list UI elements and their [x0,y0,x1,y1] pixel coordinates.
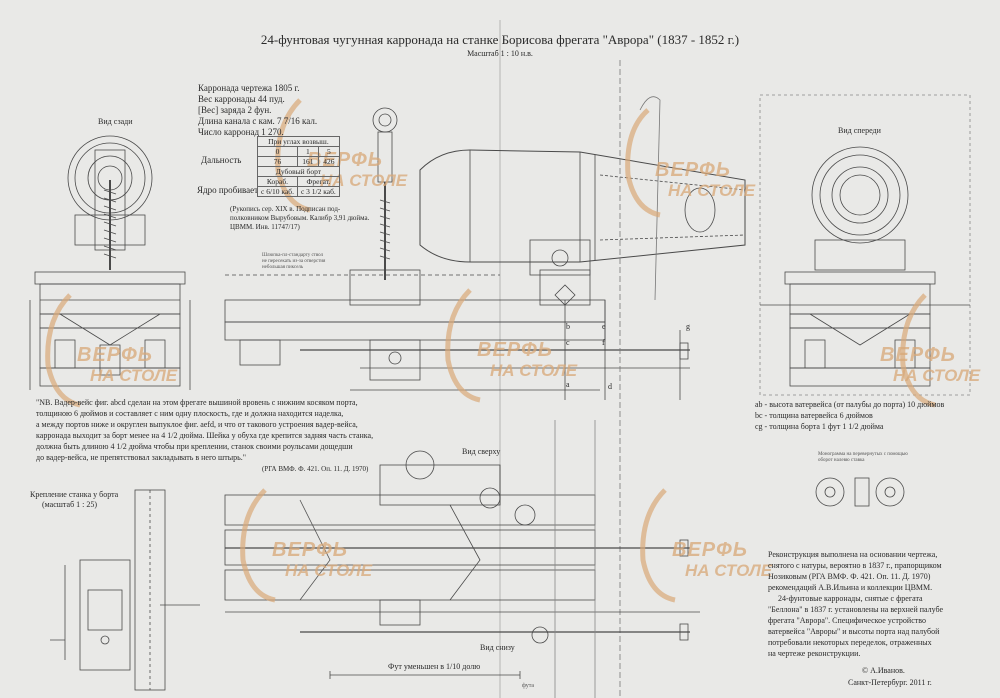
nb-text-line: должна быть длиною 4 1/2 дюйма чтобы при… [36,442,353,451]
range-cell: 161 [296,156,319,167]
watermark-line1: ВЕРФЬ [77,344,153,366]
watermark-line1: ВЕРФЬ [672,539,748,561]
dim-letter-f: f [602,338,605,347]
nb-source: (РГА ВМФ. Ф. 421. Оп. 11. Д. 1970) [262,465,369,473]
nb-text-line: толщиною 6 дюймов и составляет с ним одн… [36,409,344,418]
watermark-line1: ВЕРФЬ [477,339,553,361]
nb-text-line: "NB. Вадер-вейс фиг. abcd сделан на этом… [36,398,358,407]
spec-line: Длина канала с кам. 7 7/16 кал. [198,116,318,126]
range-cell: 76 [257,156,298,167]
pierce-ship-cell: с 6/10 каб. [257,186,298,197]
sheet-scale: Масштаб 1 : 10 н.в. [467,49,533,58]
watermark-line2: НА СТОЛЕ [490,361,578,380]
watermark-line1: ВЕРФЬ [272,539,348,561]
ship-cell: Кораб. [257,176,298,187]
dim-letter-d: d [608,382,612,391]
reconstruction-line: потребовали некоторых переделок, отражен… [768,638,932,647]
label-top-view: Вид сверху [462,447,501,456]
watermark-line2: НА СТОЛЕ [90,366,178,385]
mount-view-drawing [50,489,200,691]
watermark-line2: НА СТОЛЕ [320,171,408,190]
tiny-note: небольшая пиксель [262,265,304,270]
dim-letter-e: e [602,322,606,331]
watermark-line2: НА СТОЛЕ [685,561,773,580]
table-head: При углах возвыш. [257,136,340,147]
range-label: Дальность [201,155,242,165]
dim-letter-a: a [566,380,570,389]
source-note: ЦВММ. Инв. 11747/17) [230,223,300,231]
author: © А.Иванов. [862,666,905,675]
source-note: (Рукопись сер. XIX в. Подписан под- [230,205,341,213]
reconstruction-line: "Беллона" в 1837 г. установлены на верхн… [768,605,944,614]
legend-line: cg - толщина борта 1 фут 1 1/2 дюйма [755,422,884,431]
dim-letter-b: b [566,322,570,331]
nb-text-line: до вадер-вейса, не препятствовал заклады… [36,453,246,462]
watermark-line2: НА СТОЛЕ [893,366,981,385]
range-table: При углах возвыш. 0 1 5 76 161 426 Дубов… [257,136,340,197]
watermark-line1: ВЕРФЬ [880,344,956,366]
futa-label: фута [522,683,535,689]
watermark-line2: НА СТОЛЕ [285,561,373,580]
rear-view-drawing [29,135,191,390]
dim-letter-g: g [686,322,690,331]
reconstruction-line: фрегата "Аврора". Специфическое устройст… [768,616,926,625]
legend-line: ab - высота ватервейса (от палубы до пор… [755,400,945,409]
reconstruction-line: 24-фунтовые карронады, снятые с фрегата [778,594,923,603]
spec-line: [Вес] заряда 2 фун. [198,105,272,115]
armor-head: Дубовый борт [257,166,340,177]
tiny-note2: Монограмма на перевернутых с помощью [818,452,908,457]
detail-rosettes [815,477,905,507]
tiny-note: Шлюпка-пл-стандарту ствол [262,253,324,258]
angle-cell: 5 [317,146,340,157]
frigate-cell: Фрегат. [296,176,340,187]
reconstruction-line: рекомендаций А.В.Ильина и коллекции ЦВММ… [768,583,933,592]
angle-cell: 0 [257,146,298,157]
label-mount: Крепление станка у борта [30,490,119,499]
label-bottom-view: Вид снизу [480,643,515,652]
city-year: Санкт-Петербург. 2011 г. [848,678,932,687]
nb-text-line: карронада выходит за борт менее на 4 1/2… [36,431,374,440]
label-mount-scale: (масштаб 1 : 25) [42,500,98,509]
side-view-drawing [224,60,746,698]
reconstruction-line: на чертеже реконструкции. [768,649,861,658]
nb-text-line: а между портов ниже и округлен выпуклое … [36,420,358,429]
reconstruction-line: Реконструкция выполнена на основании чер… [768,550,938,559]
front-view-drawing [759,94,971,396]
spec-line: Вес карронады 44 пуд. [198,94,285,104]
reconstruction-line: ватервейса "Авроры" и высоты порта над п… [768,627,940,636]
range-cell: 426 [317,156,340,167]
watermark-line2: НА СТОЛЕ [668,181,756,200]
label-front-view: Вид спереди [838,126,881,135]
label-rear-view: Вид сзади [98,117,133,126]
pierce-frigate-cell: с 3 1/2 каб. [296,186,340,197]
sheet-title: 24-фунтовая чугунная карронада на станке… [260,32,740,47]
foot-scale-label: Фут уменьшен в 1/10 долю [388,662,481,671]
watermark-line1: ВЕРФЬ [655,159,731,181]
angle-cell: 1 [296,146,319,157]
reconstruction-line: Нозиковым (РГА ВМФ. Ф. 421. Оп. 11. Д. 1… [768,572,931,581]
pierce-label: Ядро пробивает [197,185,259,195]
reconstruction-line: снятого с натуры, вероятно в 1837 г., пр… [768,561,942,570]
dim-letter-c: c [566,338,570,347]
legend-line: bc - толщина ватервейса 6 дюймов [755,411,873,420]
source-note: полковником Вырубовым. Калибр 3,91 дюйма… [230,214,370,222]
top-view-drawing [224,420,700,698]
spec-line: Число карронад 1 270. [198,127,284,137]
tiny-note: не пересекать из-за отверстия [262,259,326,264]
spec-line: Карронада чертежа 1805 г. [198,83,300,93]
tiny-note2: оборот налевю ставка [818,458,865,463]
